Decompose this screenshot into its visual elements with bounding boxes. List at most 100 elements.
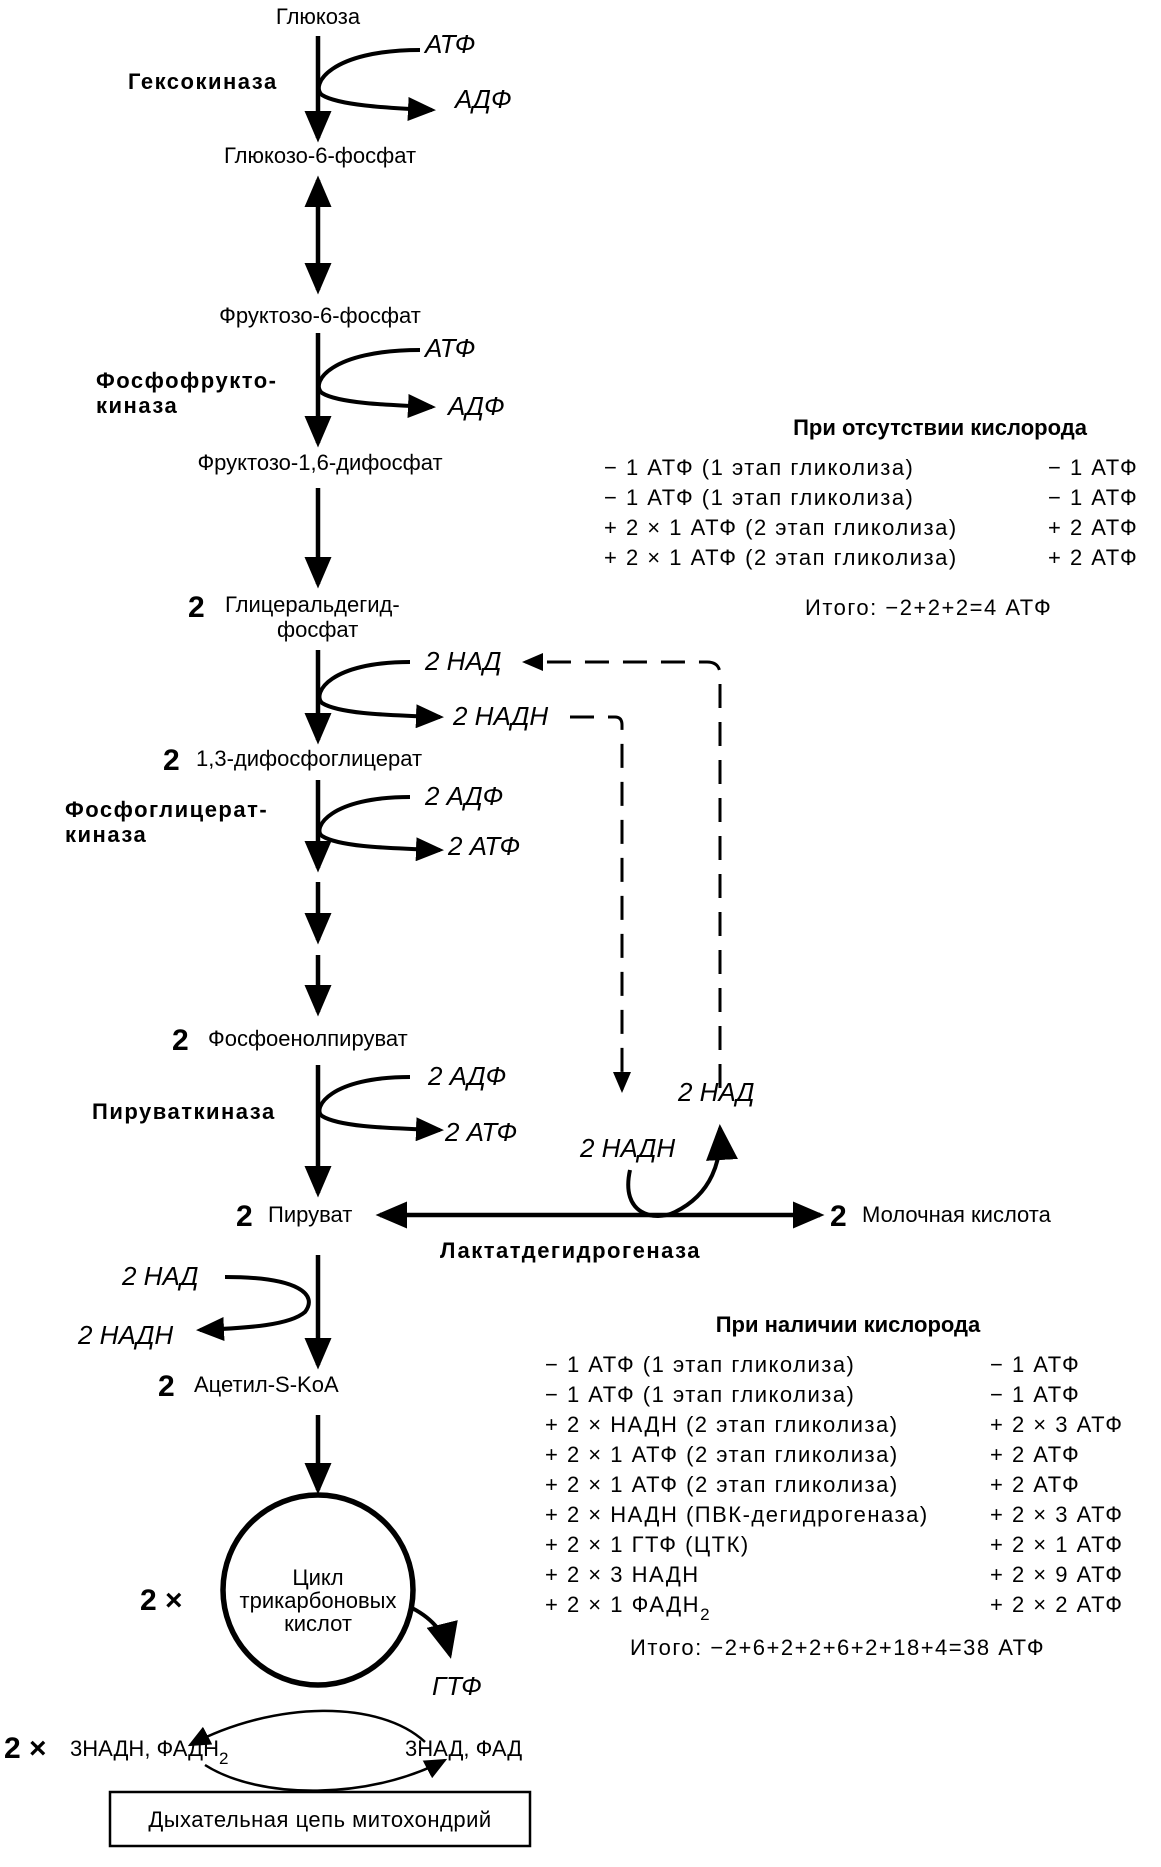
table-row: + 2 × 1 АТФ (2 этап гликолиза)+ 2 АТФ (604, 515, 1138, 540)
respiratory-chain-label: Дыхательная цепь митохондрий (148, 1807, 491, 1832)
hexokinase-atp: АТФ (423, 29, 475, 59)
ldh-cofactor-curve (626, 1124, 738, 1218)
table-row-description: − 1 АТФ (1 этап гликолиза) (604, 455, 914, 480)
pgk-label-line2: киназа (65, 822, 147, 847)
table-row: + 2 × НАДН (2 этап гликолиза)+ 2 × 3 АТФ (545, 1412, 1124, 1437)
table-row-value: − 1 АТФ (1048, 485, 1138, 510)
enzymes: Гексокиназа Фосфофрукто- киназа Фосфогли… (65, 69, 701, 1263)
table-row: − 1 АТФ (1 этап гликолиза)− 1 АТФ (545, 1382, 1080, 1407)
table-row: + 2 × 1 АТФ (2 этап гликолиза) + 2 АТФ (545, 1472, 1080, 1497)
aerobic-total: Итого: −2+6+2+2+6+2+18+4=38 АТФ (630, 1635, 1045, 1660)
gtp-label: ГТФ (432, 1671, 482, 1701)
tca-label-line2: трикарбоновых (240, 1588, 397, 1613)
gap-label-line1: Глицеральдегид- (225, 592, 400, 617)
table-row-value: − 1 АТФ (1048, 455, 1138, 480)
pdh-cofactor-curve (196, 1275, 311, 1342)
bpg-coefficient: 2 (163, 744, 180, 777)
table-row-value: − 1 АТФ (990, 1382, 1080, 1407)
table-row: − 1 АТФ (1 этап гликолиза) − 1 АТФ (545, 1352, 1080, 1377)
respiratory-chain-box (108, 1790, 532, 1848)
acetylcoa-coefficient: 2 (158, 1370, 175, 1403)
table-row-value: + 2 АТФ (990, 1442, 1080, 1467)
pgk-atp: 2 АТФ (447, 831, 520, 861)
pgk-label-line1: Фосфоглицерат- (65, 797, 268, 822)
gap-coefficient: 2 (188, 591, 205, 624)
table-row-value: + 2 × 9 АТФ (990, 1562, 1124, 1587)
tca-label-line1: Цикл (292, 1565, 343, 1590)
pgk-adp: 2 АДФ (424, 781, 503, 811)
anaerobic-title: При отсутствии кислорода (793, 415, 1088, 440)
pfk-label-line1: Фосфофрукто- (96, 368, 277, 393)
tca-output-arc-top (187, 1709, 426, 1747)
table-row: − 1 АТФ (1 этап гликолиза) − 1 АТФ (604, 485, 1138, 510)
table-row-description: + 2 × 1 АТФ (2 этап гликолиза) (604, 545, 958, 570)
nadh-shuttle-dashed (570, 715, 631, 1093)
cofactor-exchanges: АТФ АДФ АТФ АДФ 2 НАД 2 НАДН 2 АДФ 2 АТФ… (77, 29, 548, 1350)
table-row-description: + 2 × 1 ФАДН2 (545, 1592, 711, 1624)
table-row: + 2 × 1 ГТФ (ЦТК)+ 2 × 1 АТФ (545, 1532, 1122, 1557)
hexokinase-label: Гексокиназа (128, 69, 278, 94)
nad-return-dashed (522, 653, 722, 1088)
respiratory-multiplier: 2 × (4, 1732, 47, 1765)
gtp-arrow (411, 1606, 458, 1659)
anaerobic-total: Итого: −2+2+2=4 АТФ (805, 595, 1052, 620)
lactate-label: Молочная кислота (862, 1202, 1052, 1227)
pk-adp: 2 АДФ (427, 1061, 506, 1091)
ldh-label: Лактатдегидрогеназа (440, 1238, 701, 1263)
table-row-description: − 1 АТФ (1 этап гликолиза) (545, 1352, 855, 1377)
aerobic-title: При наличии кислорода (716, 1312, 981, 1337)
table-row: − 1 АТФ (1 этап гликолиза) − 1 АТФ (604, 455, 1138, 480)
tca-out-right: 3НАД, ФАД (405, 1736, 522, 1761)
table-row-description: + 2 × 1 АТФ (2 этап гликолиза) (545, 1442, 899, 1467)
table-row-description: + 2 × 1 ГТФ (ЦТК) (545, 1532, 750, 1557)
pk-label: Пируваткиназа (92, 1099, 276, 1124)
gapdh-nad: 2 НАД (424, 646, 501, 676)
glucose-label: Глюкоза (276, 4, 361, 29)
pfk-label-line2: киназа (96, 393, 178, 418)
tca-multiplier: 2 × (140, 1584, 183, 1617)
ldh-nad: 2 НАД (677, 1077, 754, 1107)
pyruvate-label: Пируват (268, 1202, 352, 1227)
pfk-adp: АДФ (446, 391, 505, 421)
pep-coefficient: 2 (172, 1024, 189, 1057)
table-row-value: + 2 × 3 АТФ (990, 1412, 1124, 1437)
table-row-description: + 2 × 3 НАДН (545, 1562, 700, 1587)
tca-out-left: 3НАДН, ФАДН2 (70, 1736, 228, 1768)
table-row: + 2 × 3 НАДН + 2 × 9 АТФ (545, 1562, 1124, 1587)
tca-circle (220, 1492, 416, 1688)
table-row-description: + 2 × 1 АТФ (2 этап гликолиза) (545, 1472, 899, 1497)
pdh-nad: 2 НАД (121, 1261, 198, 1291)
table-row: + 2 × 1 АТФ (2 этап гликолиза) + 2 АТФ (604, 545, 1138, 570)
gapdh-nadh: 2 НАДН (452, 701, 548, 731)
pyruvate-coefficient: 2 (236, 1200, 253, 1233)
table-row: + 2 × 1 АТФ (2 этап гликолиза) + 2 АТФ (545, 1442, 1080, 1467)
table-row: + 2 × НАДН (ПВК-дегидрогеназа)+ 2 × 3 АТ… (545, 1502, 1124, 1527)
pfk-atp: АТФ (423, 333, 475, 363)
pfk-cofactor-curve (316, 348, 436, 418)
table-row-value: + 2 АТФ (1048, 545, 1138, 570)
pk-atp: 2 АТФ (444, 1117, 517, 1147)
aerobic-table: При наличии кислорода − 1 АТФ (1 этап гл… (545, 1312, 1124, 1660)
hexokinase-adp: АДФ (453, 84, 512, 114)
tca-cycle: Цикл трикарбоновых кислот 2 × ГТФ 2 × 3Н… (4, 1492, 532, 1848)
table-row-description: − 1 АТФ (1 этап гликолиза) (604, 485, 914, 510)
f16bp-label: Фруктозо-1,6-дифосфат (197, 450, 442, 475)
table-row-value: − 1 АТФ (990, 1352, 1080, 1377)
acetylcoa-label: Ацетил-S-KoA (194, 1372, 339, 1397)
gapdh-cofactor-curve (317, 660, 444, 729)
table-row-value: + 2 × 2 АТФ (990, 1592, 1124, 1617)
pdh-nadh: 2 НАДН (77, 1320, 173, 1350)
table-row-value: + 2 АТФ (1048, 515, 1138, 540)
table-row-value: + 2 × 3 АТФ (990, 1502, 1124, 1527)
anaerobic-table: При отсутствии кислорода − 1 АТФ (1 этап… (604, 415, 1138, 620)
gap-label-line2: фосфат (277, 617, 358, 642)
tca-label-line3: кислот (284, 1611, 352, 1636)
hexokinase-cofactor-curve (316, 48, 436, 121)
table-row: + 2 × 1 ФАДН2 + 2 × 2 АТФ (545, 1592, 1124, 1624)
g6p-label: Глюкозо-6-фосфат (224, 143, 416, 168)
ldh-nadh: 2 НАДН (579, 1133, 675, 1163)
pep-label: Фосфоенолпируват (208, 1026, 408, 1051)
bpg-label: 1,3-дифосфоглицерат (196, 746, 422, 771)
table-row-value: + 2 АТФ (990, 1472, 1080, 1497)
